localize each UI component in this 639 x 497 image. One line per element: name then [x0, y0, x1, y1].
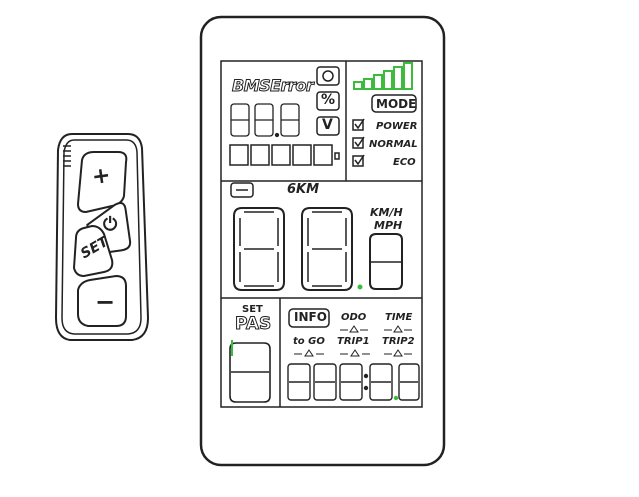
- pas-set-label: SET: [242, 304, 263, 315]
- set-button[interactable]: [72, 224, 114, 278]
- speed-unit-kmh: KM/H: [370, 206, 403, 219]
- battery-indicator: [229, 144, 340, 166]
- refresh-icon: [316, 66, 340, 86]
- range-label: 6KM: [287, 182, 320, 197]
- bms-digits: [230, 103, 300, 138]
- pas-digit: [229, 342, 271, 403]
- odo-label: ODO: [341, 312, 367, 323]
- info-box: [288, 308, 330, 328]
- minus-label: −: [95, 288, 116, 316]
- trip1-label: TRIP1: [337, 336, 370, 347]
- assist-level-bars: [353, 62, 413, 90]
- info-digits: [287, 363, 420, 401]
- time-label: TIME: [385, 312, 413, 323]
- plus-button[interactable]: [76, 151, 128, 214]
- mode-checkboxes: [352, 118, 365, 167]
- mode-label: MODE: [376, 97, 417, 111]
- selector-triangles: [294, 325, 412, 357]
- speed-unit-mph: MPH: [374, 219, 403, 232]
- togo-label: to GO: [293, 336, 325, 347]
- mode-power: POWER: [376, 121, 418, 132]
- headlight-icon: [230, 182, 254, 198]
- power-icon: ⏻: [103, 214, 118, 235]
- pas-label: PAS: [234, 314, 272, 335]
- bms-error-label: BMSError: [231, 76, 314, 96]
- info-label: INFO: [294, 310, 327, 324]
- volt-box: [316, 116, 340, 136]
- speed-digits: [233, 207, 403, 291]
- percent-box: [316, 91, 340, 111]
- trip2-label: TRIP2: [382, 336, 415, 347]
- percent-label: %: [321, 92, 336, 108]
- volt-label: V: [322, 117, 333, 133]
- mode-eco: ECO: [393, 157, 416, 168]
- mode-normal: NORMAL: [369, 139, 418, 150]
- mode-box: [371, 94, 417, 113]
- minus-button[interactable]: [77, 274, 127, 327]
- decimal-point: [357, 284, 363, 290]
